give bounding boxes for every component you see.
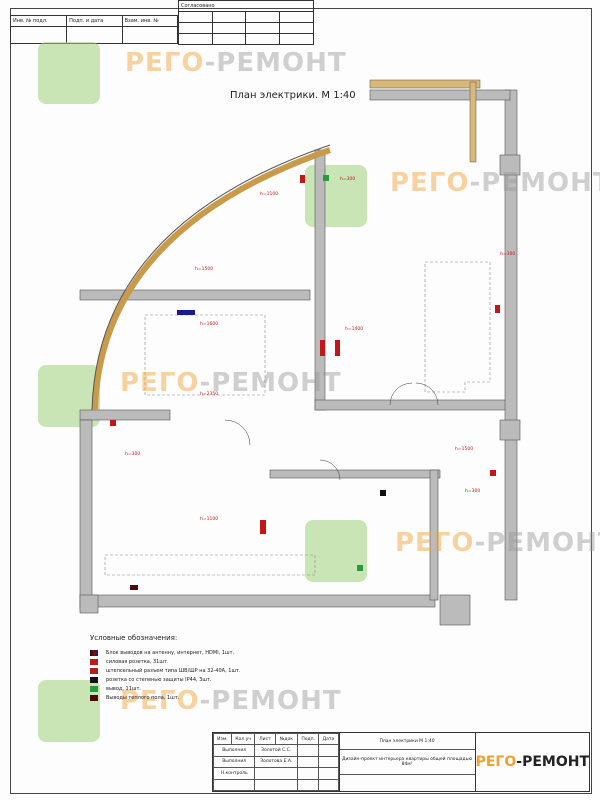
- plan-title: План электрики. М 1:40: [230, 90, 356, 101]
- socket-icon: [260, 520, 266, 534]
- socket-icon: [320, 340, 325, 356]
- legend-item: вывод, 11шт.: [90, 684, 241, 693]
- watermark: РЕГО-РЕМОНТ: [120, 686, 342, 716]
- socket-icon: [300, 175, 305, 183]
- height-label: h=300: [500, 251, 515, 257]
- height-label: h=1100: [260, 191, 278, 197]
- balcony-window: [369, 79, 481, 89]
- floor-heating-icon: [130, 585, 138, 590]
- legend-item: Блок выводов на антенну, интернет, HDMI,…: [90, 648, 241, 657]
- watermark: РЕГО-РЕМОНТ: [120, 368, 342, 398]
- wall: [79, 594, 436, 608]
- height-label: h=2350: [200, 391, 218, 397]
- legend-item: силовая розетка, 31шт.: [90, 657, 241, 666]
- approval-stamp: Согласовано: [178, 0, 314, 45]
- height-label: h=1100: [200, 516, 218, 522]
- wall: [79, 419, 93, 611]
- height-label: h=1600: [200, 321, 218, 327]
- ip44-socket-icon: [380, 490, 386, 496]
- height-label: h=1500: [195, 266, 213, 272]
- output-icon: [357, 565, 363, 571]
- sheet-title: План электрики М 1:40: [339, 733, 475, 751]
- socket-icon: [335, 340, 340, 356]
- project-name: Дизайн-проект интерьера квартиры общей п…: [339, 750, 475, 775]
- watermark: РЕГО-РЕМОНТ: [125, 48, 347, 78]
- watermark: РЕГО-РЕМОНТ: [395, 528, 600, 558]
- wall: [79, 289, 311, 301]
- legend-item: штепсельный разъем типа ШВ/ШР на 32-40А,…: [90, 666, 241, 675]
- watermark: РЕГО-РЕМОНТ: [390, 168, 600, 198]
- watermark-logo-icon: [305, 520, 367, 582]
- column: [439, 594, 471, 626]
- legend-item: розетка со степенью защиты IP44, 3шт.: [90, 675, 241, 684]
- height-label: h=300: [465, 488, 480, 494]
- watermark-logo-icon: [38, 42, 100, 104]
- socket-icon: [495, 305, 500, 313]
- watermark-logo-icon: [38, 680, 100, 742]
- wall: [369, 89, 511, 101]
- wall: [269, 469, 441, 479]
- height-label: h=1400: [345, 326, 363, 332]
- height-label: h=300: [125, 451, 140, 457]
- socket-icon: [490, 470, 496, 476]
- multimedia-outlet-icon: [177, 310, 195, 315]
- company-logo: РЕГО-РЕМОНТ: [474, 733, 589, 791]
- wall: [429, 469, 439, 601]
- curved-window-wall: [92, 147, 331, 411]
- column: [499, 154, 521, 176]
- socket-icon: [110, 420, 116, 426]
- legend-title: Условные обозначения:: [90, 634, 178, 642]
- legend: Условные обозначения: Блок выводов на ан…: [90, 634, 241, 702]
- column: [79, 594, 99, 614]
- column: [499, 419, 521, 441]
- output-icon: [323, 175, 329, 181]
- height-label: h=1500: [455, 446, 473, 452]
- legend-item: Выводы теплого пола, 1шт.: [90, 693, 241, 702]
- wall: [504, 89, 518, 601]
- wall: [314, 399, 516, 411]
- height-label: h=300: [340, 176, 355, 182]
- electrical-symbols: [110, 175, 500, 590]
- wall: [79, 409, 171, 421]
